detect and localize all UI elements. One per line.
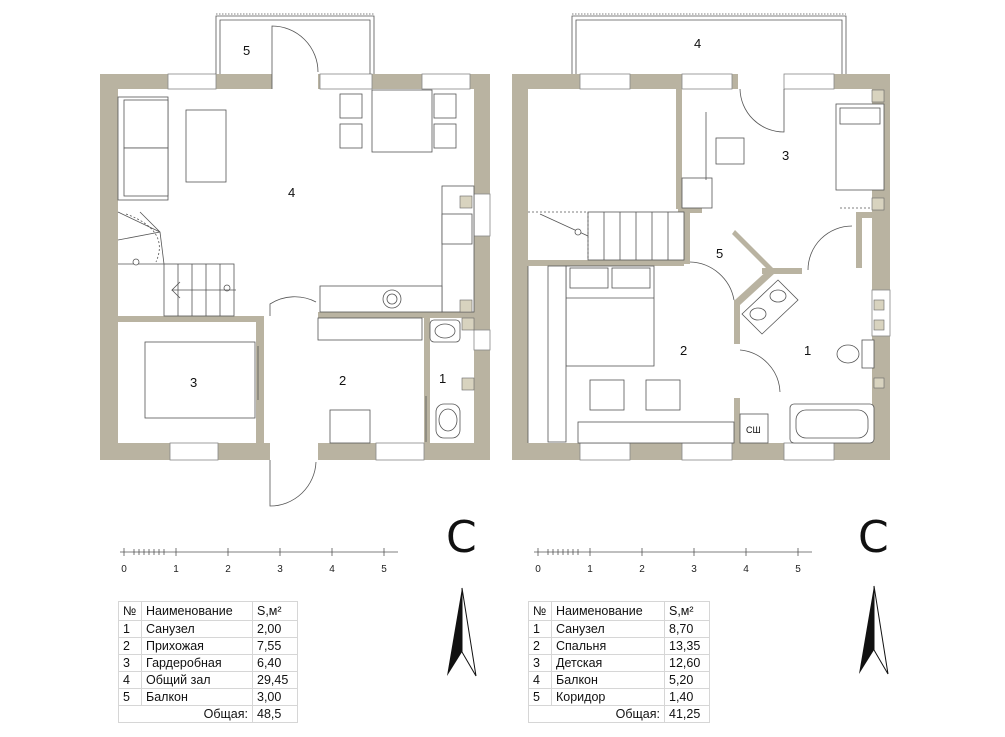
floor-1-room-label-5: 5	[243, 43, 250, 58]
floor-2-scale-tick-1: 1	[587, 564, 593, 575]
floor-2-shower-label: СШ	[746, 425, 761, 435]
floor-1-scale-bar	[120, 548, 398, 556]
floor-2-area-table: № Наименование S,м² 1 Санузел 8,70 2 Спа…	[528, 601, 710, 723]
floor-1-scale-tick-1: 1	[173, 564, 179, 575]
table-row: 4 Балкон 5,20	[528, 671, 710, 689]
header-area: S,м²	[252, 601, 298, 621]
floor-2-scale-tick-4: 4	[743, 564, 749, 575]
table-row: 3 Гардеробная 6,40	[118, 654, 298, 672]
floor-1-compass-letter: С	[446, 512, 477, 563]
table-row: 5 Коридор 1,40	[528, 688, 710, 706]
table-row: 2 Спальня 13,35	[528, 637, 710, 655]
floor-1-scale-tick-4: 4	[329, 564, 335, 575]
floor-1-plan	[100, 13, 491, 507]
header-name: Наименование	[551, 601, 665, 621]
table-row: 1 Санузел 8,70	[528, 620, 710, 638]
floor-1-scale-tick-3: 3	[277, 564, 283, 575]
table-row: 2 Прихожая 7,55	[118, 637, 298, 655]
total-value: 41,25	[664, 705, 710, 723]
floor-1-room-label-4: 4	[288, 185, 295, 200]
table-row: 3 Детская 12,60	[528, 654, 710, 672]
floor-1-room-label-1: 1	[439, 371, 446, 386]
floor-2-scale-tick-2: 2	[639, 564, 645, 575]
floor-1-scale-tick-0: 0	[121, 564, 127, 575]
floor-2-room-label-2: 2	[680, 343, 687, 358]
header-number: №	[118, 601, 142, 621]
table-header-row: № Наименование S,м²	[528, 601, 710, 621]
table-header-row: № Наименование S,м²	[118, 601, 298, 621]
header-name: Наименование	[141, 601, 253, 621]
floor-1-north-arrow-icon	[447, 587, 477, 677]
floor-2-scale-tick-3: 3	[691, 564, 697, 575]
total-label: Общая:	[528, 705, 665, 723]
floor-2-compass-letter: С	[858, 512, 889, 563]
total-label: Общая:	[118, 705, 253, 723]
floor-2-scale-bar	[534, 548, 812, 556]
header-area: S,м²	[664, 601, 710, 621]
table-row: 4 Общий зал 29,45	[118, 671, 298, 689]
table-total-row: Общая: 41,25	[528, 705, 710, 723]
floor-1-area-table: № Наименование S,м² 1 Санузел 2,00 2 При…	[118, 601, 298, 723]
floor-2-room-label-3: 3	[782, 148, 789, 163]
table-row: 1 Санузел 2,00	[118, 620, 298, 638]
floor-1-room-label-3: 3	[190, 375, 197, 390]
floor-1-scale-tick-5: 5	[381, 564, 387, 575]
total-value: 48,5	[252, 705, 298, 723]
floor-2-room-label-1: 1	[804, 343, 811, 358]
floor-2-scale-tick-0: 0	[535, 564, 541, 575]
floor-1-scale-tick-2: 2	[225, 564, 231, 575]
table-row: 5 Балкон 3,00	[118, 688, 298, 706]
floor-2-scale-tick-5: 5	[795, 564, 801, 575]
floor-2-north-arrow-icon	[859, 585, 889, 675]
floor-1-room-label-2: 2	[339, 373, 346, 388]
table-total-row: Общая: 48,5	[118, 705, 298, 723]
floor-2-room-label-4: 4	[694, 36, 701, 51]
floor-2-room-label-5: 5	[716, 246, 723, 261]
floor-2-plan: СШ	[512, 13, 891, 461]
header-number: №	[528, 601, 552, 621]
